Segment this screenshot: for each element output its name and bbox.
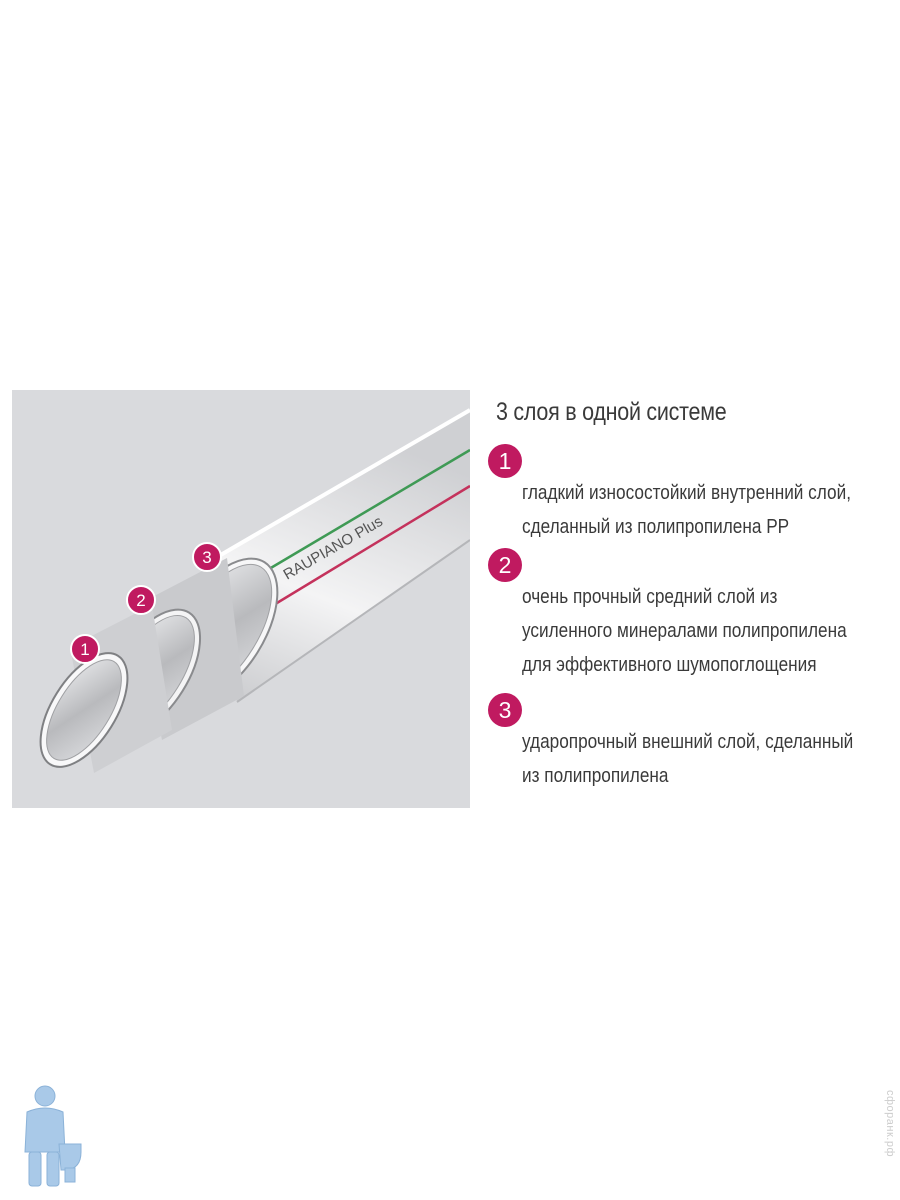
layer-description: гладкий износостойкий внутренний слой, с…: [522, 476, 900, 544]
description-line: очень прочный средний слой из: [522, 586, 778, 608]
pipe-illustration: RAUPIANO Plus 1 2 3: [12, 390, 470, 808]
layer-1-inner: [46, 659, 122, 761]
marker-2-label: 2: [136, 591, 145, 610]
description-line: усиленного минералами полипропилена: [522, 620, 847, 642]
description-line: ударопрочный внешний слой, сделанный: [522, 731, 854, 753]
pipe-red-stripe: [271, 484, 470, 608]
plumber-mascot-logo: [24, 1085, 82, 1187]
layer-description: очень прочный средний слой из усиленного…: [522, 580, 900, 682]
layer-number-badge: 2: [488, 548, 522, 582]
description-line: гладкий износостойкий внутренний слой,: [522, 482, 851, 504]
marker-1: 1: [70, 634, 100, 664]
description-line: из полипропилена: [522, 765, 669, 787]
pipe-outer-edge-top: [210, 408, 470, 562]
marker-2: 2: [126, 585, 156, 615]
marker-3-label: 3: [202, 548, 211, 567]
layer-number-badge: 1: [488, 444, 522, 478]
pipe-diagram: RAUPIANO Plus 1 2 3: [39, 408, 470, 773]
marker-3: 3: [192, 542, 222, 572]
layer-number-badge: 3: [488, 693, 522, 727]
site-watermark: сфоранк.рф: [884, 1090, 896, 1158]
description-line: для эффективного шумопоглощения: [522, 654, 817, 676]
description-line: сделанный из полипропилена PP: [522, 516, 790, 538]
pipe-outer-edge-bottom: [236, 539, 470, 703]
pipe-outer-body: [212, 410, 470, 702]
info-heading: 3 слоя в одной системе: [496, 398, 727, 426]
marker-1-label: 1: [80, 640, 89, 659]
pipe-green-stripe: [263, 448, 470, 574]
layer-description: ударопрочный внешний слой, сделанный из …: [522, 725, 900, 793]
